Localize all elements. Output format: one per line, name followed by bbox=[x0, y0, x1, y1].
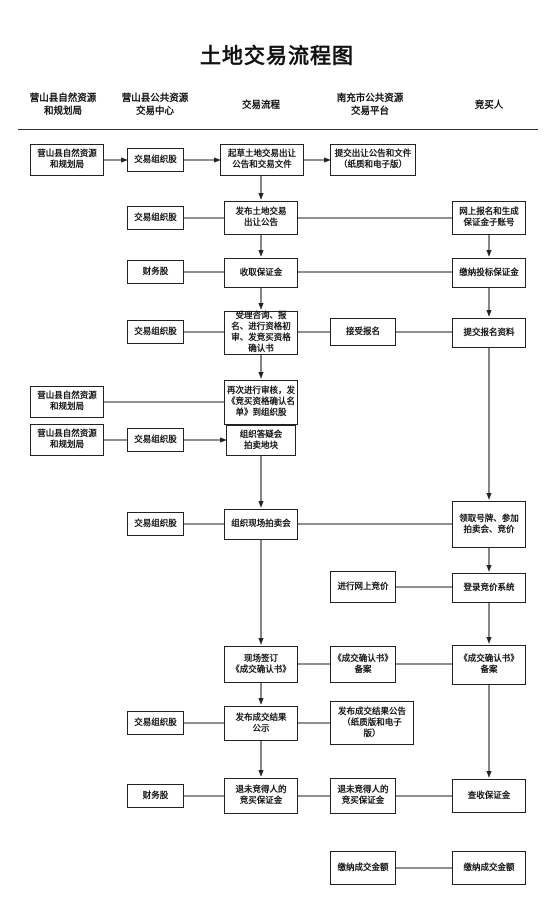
box-submit-announcement: 提交出让公告和文件 （纸质和电子版） bbox=[330, 144, 416, 176]
box-submit-registration: 提交报名资料 bbox=[452, 318, 526, 348]
column-header-city-platform: 南充市公共资源 交易平台 bbox=[336, 93, 404, 117]
box-sign-confirmation: 现场签订 《成交确认书》 bbox=[224, 646, 298, 683]
box-draft-announcement: 起草土地交易出让 公告和交易文件 bbox=[220, 144, 304, 176]
box-trading-group-4: 交易组织股 bbox=[127, 428, 184, 452]
column-header-process: 交易流程 bbox=[241, 100, 280, 111]
box-land-bureau-2: 营山县自然资源 和规划局 bbox=[30, 386, 104, 418]
box-get-number-plate: 领取号牌、参加 拍卖会、竞价 bbox=[452, 501, 526, 548]
box-accept-registration: 接受报名 bbox=[330, 318, 396, 346]
box-pay-transaction-1: 缴纳成交金额 bbox=[330, 851, 396, 885]
box-publish-announcement: 发布土地交易 出让公告 bbox=[224, 201, 298, 235]
box-trading-group-3: 交易组织股 bbox=[127, 320, 184, 344]
header-divider bbox=[18, 129, 538, 130]
box-refund-deposit-1: 退未竞得人的 竞买保证金 bbox=[224, 778, 298, 814]
box-pay-deposit: 缴纳投标保证金 bbox=[452, 258, 526, 288]
box-login-bidding-system: 登录竞价系统 bbox=[452, 573, 526, 603]
box-publish-result: 发布成交结果 公示 bbox=[224, 706, 298, 741]
box-collect-deposit: 收取保证金 bbox=[224, 258, 298, 288]
box-finance-1: 财务股 bbox=[127, 260, 184, 284]
box-onsite-auction: 组织现场拍卖会 bbox=[224, 509, 298, 540]
box-trading-group-2: 交易组织股 bbox=[127, 206, 184, 230]
box-land-bureau-3: 营山县自然资源 和规划局 bbox=[30, 424, 104, 456]
column-header-trading-center: 营山县公共资源 交易中心 bbox=[121, 93, 189, 117]
column-header-land-bureau: 营山县自然资源 和规划局 bbox=[29, 93, 97, 117]
box-finance-2: 财务股 bbox=[127, 784, 184, 808]
box-confirmation-filing-2: 《成交确认书》 备案 bbox=[452, 645, 526, 685]
box-online-bidding: 进行网上竞价 bbox=[330, 571, 396, 603]
box-trading-group-6: 交易组织股 bbox=[127, 711, 184, 735]
box-land-bureau-1: 营山县自然资源 和规划局 bbox=[30, 144, 104, 176]
page-title: 土地交易流程图 bbox=[200, 44, 354, 68]
box-review-again: 再次进行审核，发 《竞买资格确认名 单》到组织股 bbox=[224, 380, 298, 425]
box-refund-deposit-2: 退未竞得人的 竞买保证金 bbox=[330, 778, 396, 814]
box-online-registration: 网上报名和生成 保证金子账号 bbox=[452, 201, 526, 235]
box-trading-group-1: 交易组织股 bbox=[127, 148, 184, 172]
box-confirmation-filing-1: 《成交确认书》 备案 bbox=[330, 646, 396, 683]
box-qa-meeting: 组织答疑会 拍卖地块 bbox=[226, 425, 296, 456]
box-trading-group-5: 交易组织股 bbox=[127, 512, 184, 536]
box-accept-inquiry: 受理咨询、报 名、进行资格初 审、发竞买资格 确认书 bbox=[224, 311, 298, 355]
box-check-deposit: 查收保证金 bbox=[452, 779, 526, 813]
box-pay-transaction-2: 缴纳成交金额 bbox=[452, 851, 526, 885]
box-result-notice: 发布成交结果公告 （纸质版和电子 版） bbox=[330, 701, 414, 745]
column-header-bidder: 竞买人 bbox=[474, 100, 504, 111]
